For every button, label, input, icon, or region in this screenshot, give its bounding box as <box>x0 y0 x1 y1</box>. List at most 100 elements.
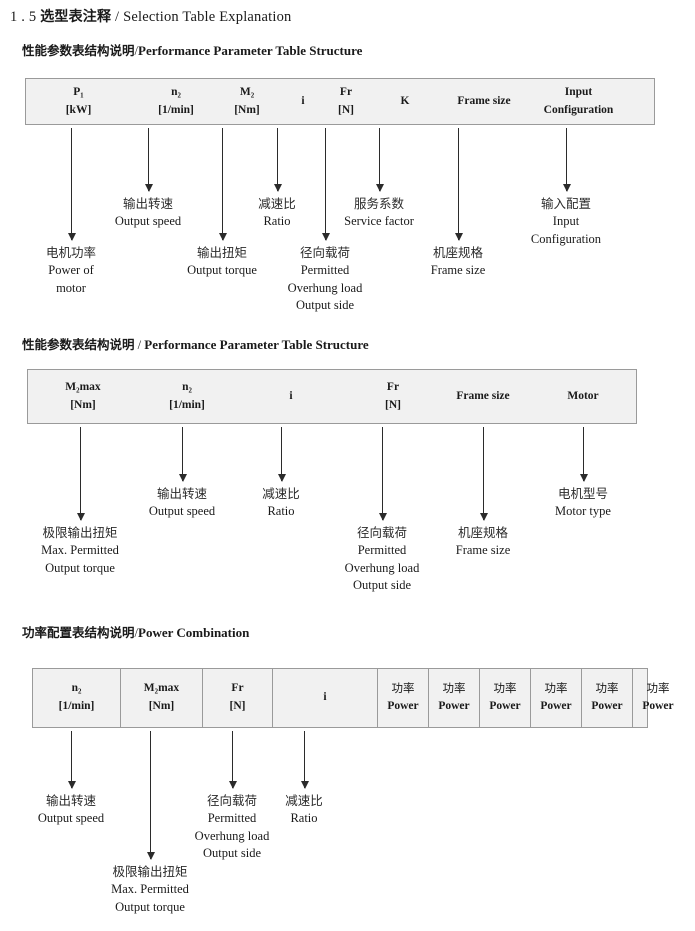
note-output-speed-2: 输出转速 Output speed <box>149 485 215 521</box>
arrow-to-input-configuration <box>562 128 571 192</box>
note-ratio-en-1: Ratio <box>263 213 291 228</box>
note-permitted-overhung-load-2-cn: 径向载荷 <box>356 525 408 540</box>
table2-col-i-symbol: i <box>289 389 293 402</box>
arrow-to-output-speed-3 <box>67 731 76 789</box>
table3-col-i: i <box>272 669 377 727</box>
note-output-speed-3-en-1: Output speed <box>37 810 105 825</box>
note-ratio-3-en-1: Ratio <box>290 810 318 825</box>
note-max-permitted-output-torque-3-en-1: Max. Permitted <box>111 881 189 896</box>
arrow-to-ratio <box>273 128 282 192</box>
arrow-to-output-speed <box>144 128 153 192</box>
note-permitted-overhung-load-3-cn: 径向载荷 <box>206 793 258 808</box>
note-output-speed-2-cn: 输出转速 <box>156 486 207 501</box>
table2-col-frame-size-label: Frame size <box>456 389 510 402</box>
table1-col-fr-symbol: Fr <box>339 85 353 98</box>
table2-col-m2max: M₂max [Nm] <box>28 370 138 423</box>
note-max-permitted-output-torque-en-2: Output torque <box>45 560 115 575</box>
table3-col-power-3: 功率 Power <box>479 669 530 727</box>
note-max-permitted-output-torque: 极限输出扭矩 Max. Permitted Output torque <box>41 524 119 577</box>
note-permitted-overhung-load-en-3: Output side <box>296 298 354 313</box>
arrow-to-permitted-overhung-load <box>321 128 330 241</box>
power-combination-table: n₂ [1/min] M₂max [Nm] Fr [N] i 功率 Power … <box>32 668 674 728</box>
table2-col-motor: Motor <box>528 370 638 423</box>
note-ratio-3-cn: 减速比 <box>285 793 323 808</box>
section-2-heading-cn: 性能参数表结构说明 <box>22 337 135 352</box>
note-output-speed: 输出转速 Output speed <box>115 195 181 231</box>
arrow-to-permitted-overhung-load-3 <box>228 731 237 789</box>
table3-col-m2max-unit: [Nm] <box>148 700 175 712</box>
note-max-permitted-output-torque-3-cn: 极限输出扭矩 <box>112 864 188 879</box>
table2-col-i: i <box>236 370 346 423</box>
note-service-factor: 服务系数 Service factor <box>344 195 414 231</box>
table2-col-n2-unit: [1/min] <box>169 398 205 411</box>
table1-col-i: i <box>258 79 348 124</box>
table2-col-n2-symbol: n₂ <box>182 380 192 393</box>
section-2-heading-separator: / <box>137 338 142 352</box>
table1-col-frame-size-label: Frame size <box>457 94 511 107</box>
note-frame-size: 机座规格 Frame size <box>431 244 486 280</box>
note-frame-size-2-en-1: Frame size <box>455 542 511 557</box>
section-1-heading-en: Performance Parameter Table Structure <box>138 43 363 58</box>
note-power-of-motor: 电机功率 Power of motor <box>46 244 96 297</box>
section-2-heading: 性能参数表结构说明 / Performance Parameter Table … <box>22 334 369 353</box>
note-ratio-2-cn: 减速比 <box>262 486 300 501</box>
note-output-speed-cn: 输出转速 <box>122 196 173 211</box>
table1-col-k: K <box>360 79 450 124</box>
note-permitted-overhung-load-en-1: Permitted <box>300 262 350 277</box>
section-2-heading-en: Performance Parameter Table Structure <box>144 337 369 352</box>
section-3-heading-separator: / <box>134 626 138 640</box>
section-3-heading: 功率配置表结构说明/Power Combination <box>22 622 249 641</box>
note-service-factor-en-1: Service factor <box>344 213 414 228</box>
note-permitted-overhung-load-2-en-1: Permitted <box>357 542 407 557</box>
note-permitted-overhung-load-en-2: Overhung load <box>287 280 363 295</box>
table3-col-fr-unit: [N] <box>229 700 246 712</box>
arrow-to-output-speed-2 <box>178 427 187 482</box>
note-service-factor-cn: 服务系数 <box>353 196 405 211</box>
section-1-heading: 性能参数表结构说明/Performance Parameter Table St… <box>22 40 362 59</box>
note-input-configuration-en-1: Input <box>552 213 580 228</box>
table1-col-i-symbol: i <box>301 94 305 107</box>
note-ratio-2: 减速比 Ratio <box>262 485 300 521</box>
table2-col-motor-label: Motor <box>567 389 599 402</box>
table2-col-n2: n₂ [1/min] <box>132 370 242 423</box>
note-output-torque-cn: 输出扭矩 <box>196 245 248 260</box>
note-input-configuration-cn: 输入配置 <box>540 196 592 211</box>
table3-col-i-symbol: i <box>323 691 327 704</box>
note-permitted-overhung-load-2: 径向载荷 Permitted Overhung load Output side <box>345 524 420 595</box>
table1-col-m2-symbol: M₂ <box>239 85 255 98</box>
table3-col-fr-symbol: Fr <box>231 682 244 695</box>
table3-col-power-1-cn: 功率 <box>391 681 415 696</box>
arrow-to-power-of-motor <box>67 128 76 241</box>
table3-col-m2max: M₂max [Nm] <box>120 669 202 727</box>
note-ratio-2-en-1: Ratio <box>267 503 295 518</box>
table2-col-fr: Fr [N] <box>338 370 448 423</box>
table1-col-p1-symbol: P₁ <box>73 85 84 98</box>
table3-col-fr: Fr [N] <box>202 669 272 727</box>
note-power-of-motor-en-1: Power of <box>48 262 94 277</box>
table3-col-power-2-cn: 功率 <box>442 681 466 696</box>
note-permitted-overhung-load: 径向载荷 Permitted Overhung load Output side <box>288 244 363 315</box>
note-output-speed-en-1: Output speed <box>114 213 182 228</box>
section-3-heading-en: Power Combination <box>138 625 250 640</box>
table3-col-power-6-cn: 功率 <box>646 681 670 696</box>
note-output-torque-en-1: Output torque <box>187 262 257 277</box>
arrow-to-ratio-3 <box>300 731 309 789</box>
section-1-heading-separator: / <box>134 44 138 58</box>
table3-col-power-1-en: Power <box>387 700 419 712</box>
table3-col-power-5-cn: 功率 <box>595 681 619 696</box>
table3-col-power-5: 功率 Power <box>581 669 632 727</box>
table1-col-fr: Fr [N] <box>301 79 391 124</box>
table3-col-power-4-cn: 功率 <box>544 681 568 696</box>
note-input-configuration-en-2: Configuration <box>530 231 602 246</box>
note-power-of-motor-en-2: motor <box>56 280 86 295</box>
arrow-to-motor-type <box>579 427 588 482</box>
table3-col-m2max-symbol: M₂max <box>143 682 180 695</box>
table3-col-power-6-en: Power <box>642 700 674 712</box>
arrow-to-output-torque <box>218 128 227 241</box>
arrow-to-service-factor <box>375 128 384 192</box>
table1-col-fr-unit: [N] <box>338 103 354 116</box>
table2-col-fr-unit: [N] <box>385 398 401 411</box>
page-title-en: Selection Table Explanation <box>123 9 292 25</box>
table1-col-k-symbol: K <box>400 94 410 107</box>
